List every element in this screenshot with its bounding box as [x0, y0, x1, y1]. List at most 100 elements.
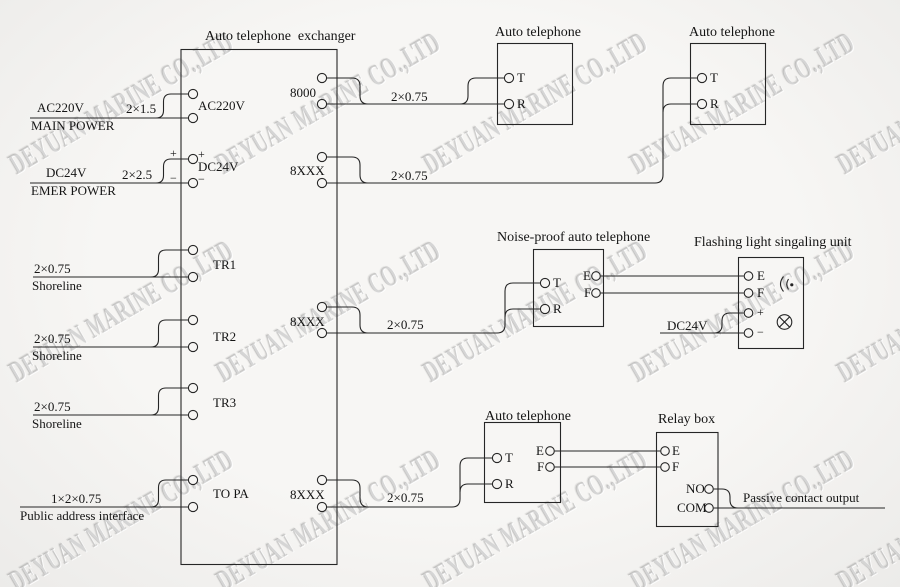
terminal-8xxx3-1 — [316, 474, 328, 486]
auto-telephone3-box — [483, 421, 562, 504]
terminal-tr1-2 — [187, 271, 199, 283]
terminal-dc-plus — [187, 153, 199, 165]
phone1-title: Auto telephone — [495, 25, 581, 40]
exchanger-8xxx2-label: 8XXX — [290, 314, 325, 329]
terminal-tr3-2 — [187, 409, 199, 421]
dc-plus-sign-inner: + — [198, 147, 205, 161]
phone2-title: Auto telephone — [689, 25, 775, 40]
exchanger-pa-terminal-label: TO PA — [213, 486, 249, 501]
cable-8xxx1-spec: 2×0.75 — [391, 168, 428, 183]
phone3-f-label: F — [537, 459, 545, 474]
relay-terminal-com — [704, 503, 714, 513]
relay-terminal-e — [660, 446, 670, 456]
exchanger-8xxx3-label: 8XXX — [290, 487, 325, 502]
wire-phone1-t-branch — [459, 77, 505, 105]
phone1-terminal-r — [503, 98, 515, 110]
exchanger-8xxx1-label: 8XXX — [290, 163, 325, 178]
ac-cable-spec: 2×1.5 — [126, 101, 157, 116]
pa-source-desc: Public address interface — [20, 508, 145, 523]
wire-8xxx3-main — [326, 457, 493, 508]
dc-minus-sign-inner: − — [198, 172, 205, 186]
wire-phone2-r-branch — [662, 103, 698, 113]
wire-8xxx1-main — [326, 77, 698, 184]
phone2-t-label: T — [710, 70, 718, 85]
dc-source-desc: EMER POWER — [31, 183, 116, 198]
wire-8xxx2-merge — [326, 306, 369, 334]
wire-tr1-branch — [150, 249, 189, 278]
tr2-source-desc: Shoreline — [32, 348, 82, 363]
phone3-r-label: R — [505, 476, 514, 491]
terminal-pa-2 — [187, 501, 199, 513]
flash-supply-label: DC24V — [667, 318, 708, 333]
flashing-light-unit-box — [737, 256, 805, 350]
phone1-t-label: T — [517, 70, 525, 85]
phone3-terminal-t — [491, 452, 503, 464]
noise-phone-title: Noise-proof auto telephone — [497, 230, 651, 245]
tr1-cable-spec: 2×0.75 — [34, 261, 71, 276]
noise-terminal-e — [591, 271, 601, 281]
wire-pa-branch — [150, 479, 189, 508]
tr2-cable-spec: 2×0.75 — [34, 331, 71, 346]
tr3-source-desc: Shoreline — [32, 416, 82, 431]
noise-f-label: F — [584, 285, 592, 300]
exchanger-title: Auto telephone exchanger — [205, 29, 356, 44]
wire-8xxx2-main — [326, 282, 541, 334]
relay-terminal-no — [704, 484, 714, 494]
phone3-terminal-r — [491, 478, 503, 490]
noise-r-label: R — [553, 301, 562, 316]
terminal-tr3-1 — [187, 382, 199, 394]
dc-plus-sign-outer: + — [170, 146, 177, 160]
exchanger-8000-label: 8000 — [290, 85, 316, 100]
auto-telephone2-box — [689, 42, 767, 126]
exchanger-dc-terminal-label: DC24V — [198, 159, 239, 174]
terminal-tr1-1 — [187, 244, 199, 256]
terminal-dc-minus — [187, 177, 199, 189]
phone3-terminal-e — [545, 446, 555, 456]
tr3-cable-spec: 2×0.75 — [34, 399, 71, 414]
phone2-r-label: R — [710, 96, 719, 111]
noise-terminal-t — [539, 277, 551, 289]
auto-telephone1-box — [496, 42, 574, 126]
wire-8xxx1-merge — [326, 156, 369, 184]
passive-output-label: Passive contact output — [743, 490, 860, 505]
phone3-t-label: T — [505, 450, 513, 465]
wire-dc24v-plus-branch — [713, 312, 744, 334]
terminal-tr2-1 — [187, 314, 199, 326]
flash-terminal-f — [743, 288, 754, 298]
relay-terminal-f — [660, 462, 670, 472]
terminal-8xxx2-1 — [316, 301, 328, 313]
terminal-8xxx1-1 — [316, 151, 328, 163]
phone2-terminal-r — [696, 98, 708, 110]
terminal-pa-1 — [187, 474, 199, 486]
terminals — [187, 72, 754, 513]
relay-no-label: NO — [686, 481, 705, 496]
terminal-tr2-2 — [187, 341, 199, 353]
terminal-8000-1 — [316, 72, 328, 84]
flash-terminal-minus — [743, 328, 754, 338]
ac-source-desc: MAIN POWER — [31, 118, 115, 133]
wire-phone3-r-branch — [459, 483, 493, 493]
wire-tr2-branch — [150, 319, 189, 348]
flash-f-label: F — [757, 285, 765, 300]
cable-8xxx3-spec: 2×0.75 — [387, 490, 424, 505]
terminal-ac-1 — [187, 88, 199, 100]
flash-minus-label: − — [757, 325, 764, 339]
lamp-icon — [776, 314, 793, 330]
phone3-e-label: E — [536, 443, 544, 458]
wire-8000-merge — [326, 77, 369, 105]
cable-8000-spec: 2×0.75 — [391, 89, 428, 104]
wire-noise-r-branch — [504, 308, 541, 318]
terminal-8xxx3-2 — [316, 501, 328, 513]
wire-relay-no — [713, 488, 739, 509]
phone1-terminal-t — [503, 72, 515, 84]
flash-terminal-e — [743, 271, 754, 281]
wire-8xxx3-merge — [326, 479, 369, 508]
terminal-8000-2 — [316, 98, 328, 110]
sounder-icon — [779, 276, 794, 292]
noise-t-label: T — [553, 275, 561, 290]
relay-com-label: COM — [677, 500, 707, 515]
phone2-terminal-t — [696, 72, 708, 84]
exchanger-tr2-terminal-label: TR2 — [213, 329, 237, 344]
